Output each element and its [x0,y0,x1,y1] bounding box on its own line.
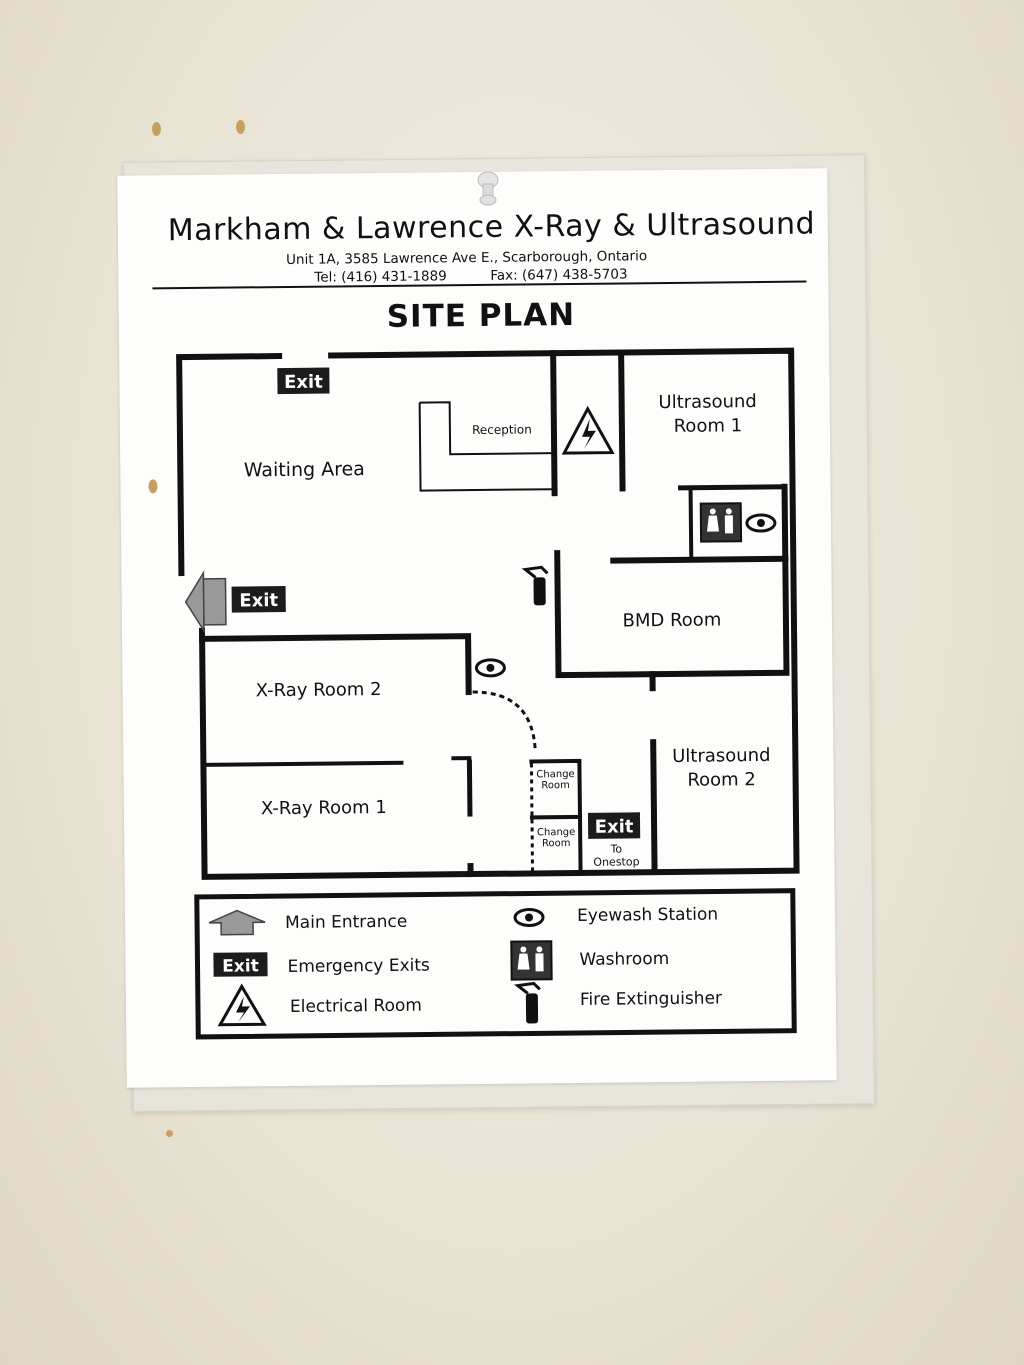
wall [650,739,658,874]
change-room-label: Room [541,780,570,791]
wall-mark [166,1130,173,1137]
wall [529,758,583,873]
change-room-label: Room [542,838,571,849]
to-onestop-label: Onestop [593,855,639,868]
floor-plan: Exit Exit Exit [176,347,800,1040]
to-onestop-label: To [609,842,622,855]
legend-box [194,888,797,1040]
xray-room-2-label: X-Ray Room 2 [256,679,382,701]
legend-exit-badge: Exit [222,956,259,976]
pushpin-icon [477,171,499,206]
ultrasound-1-label: Room 1 [674,415,743,437]
wall [529,814,583,820]
washroom-icon [699,502,743,543]
eye-icon [474,658,506,678]
legend-washroom: Washroom [579,949,669,970]
exit-label-side: Exit [239,590,278,611]
site-plan-sheet: Markham & Lawrence X-Ray & Ultrasound Un… [117,168,837,1088]
change-room-label: Change [537,827,575,838]
legend-fire-extinguisher: Fire Extinguisher [580,988,722,1009]
wall-mark [152,122,161,136]
xray-room-1-label: X-Ray Room 1 [261,797,387,819]
legend-main-entrance: Main Entrance [285,912,407,933]
fire-extinguisher-icon [514,981,541,1024]
electrical-hazard-icon [561,405,615,455]
main-entrance-arrow-icon [208,909,266,936]
bmd-room-label: BMD Room [622,609,721,631]
exit-badge-icon: Exit [587,812,641,839]
outer-wall [176,353,283,577]
wall-mark [236,120,245,134]
wall [688,485,694,558]
reception-desk [418,401,555,492]
wall [550,350,558,497]
eye-icon [745,513,777,533]
legend-emergency-exits: Emergency Exits [287,956,430,977]
exit-badge-icon: Exit [277,367,330,395]
wall [678,484,788,491]
exit-badge-icon: Exit [231,586,286,613]
fire-extinguisher-icon [521,565,549,606]
wall [781,483,789,562]
exit-badge-icon: Exit [213,952,268,977]
legend-electrical-room: Electrical Room [290,996,422,1017]
exit-label-bottom: Exit [595,816,634,837]
wall [201,760,404,767]
wall [610,555,789,564]
ultrasound-2-label: Room 2 [687,769,756,791]
reception-label: Reception [472,422,532,437]
door-swing [529,763,535,872]
legend-eyewash-station: Eyewash Station [577,904,718,925]
outer-wall [198,347,800,880]
electrical-hazard-icon [217,983,267,1027]
wall [466,759,473,817]
main-entrance-arrow-icon [184,570,227,634]
washroom-icon [510,940,553,981]
exit-label-top: Exit [284,372,323,393]
wall [199,633,472,696]
eye-icon [513,907,545,927]
wall [554,550,790,679]
waiting-area-label: Waiting Area [244,458,365,481]
wall [618,349,626,492]
ultrasound-1-label: Ultrasound [658,391,757,413]
ultrasound-2-label: Ultrasound [672,745,771,767]
change-room-label: Change [536,769,574,780]
door-swing [472,690,537,752]
